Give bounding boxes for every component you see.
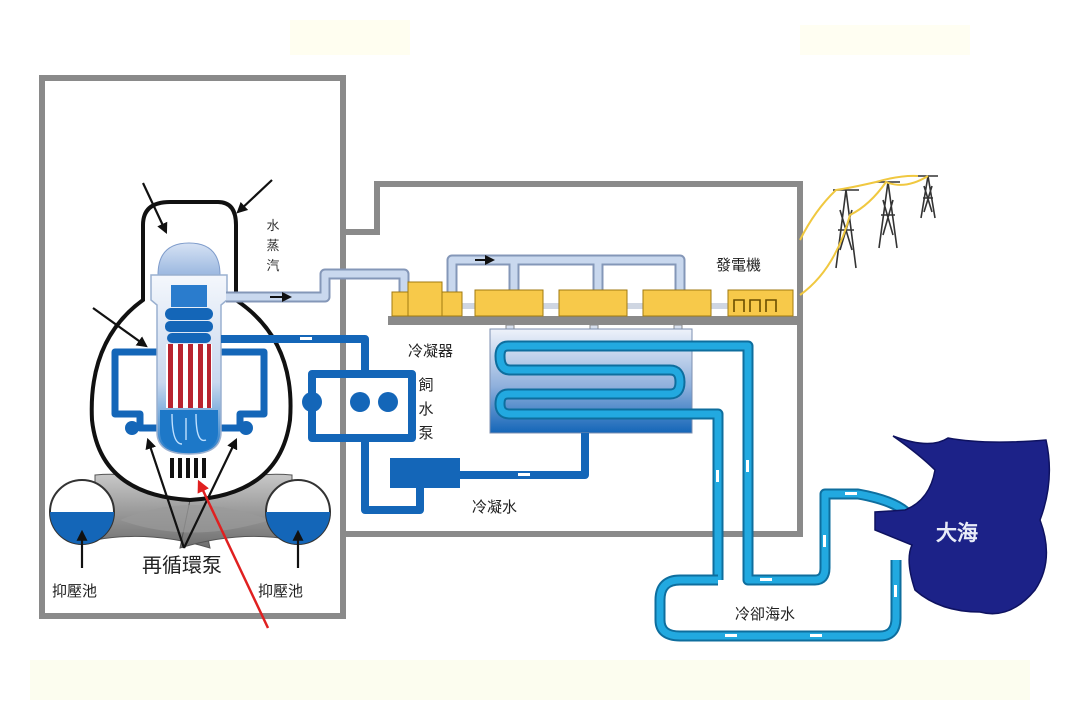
feedwater-pump bbox=[378, 392, 398, 412]
svg-text:水蒸汽: 水蒸汽 bbox=[266, 219, 279, 274]
recirculation-loops bbox=[111, 348, 268, 432]
fuel-rod bbox=[207, 344, 211, 408]
label-steam-char: 汽 bbox=[266, 259, 279, 274]
power-lines bbox=[799, 174, 929, 296]
label-feedwater-pump-char: 飼 bbox=[418, 376, 433, 394]
label-condensate: 冷凝水 bbox=[472, 498, 517, 516]
wetwell-cone-center bbox=[120, 505, 270, 533]
label-steam-char: 水 bbox=[266, 219, 279, 234]
control-rod-drives bbox=[170, 458, 206, 478]
steam-dryer bbox=[171, 285, 207, 307]
turbine-building-wall bbox=[344, 181, 803, 537]
generator-coil-icon bbox=[733, 299, 777, 312]
label-sea: 大海 bbox=[936, 520, 978, 545]
fuel-rod bbox=[178, 344, 183, 408]
condensate-pump bbox=[390, 458, 460, 488]
feedwater-pump bbox=[302, 392, 322, 412]
recirc-loop-right bbox=[218, 348, 268, 432]
label-cooling-seawater: 冷卻海水 bbox=[735, 605, 795, 623]
label-condenser: 冷凝器 bbox=[408, 342, 453, 360]
turbine-deck bbox=[388, 316, 798, 325]
label-feedwater-pump-char: 水 bbox=[418, 400, 433, 418]
lp-turbine-2 bbox=[558, 289, 628, 317]
fuel-rod bbox=[188, 344, 193, 408]
rpv-dome bbox=[157, 242, 221, 276]
lp-turbine-3 bbox=[642, 289, 712, 317]
turbines bbox=[391, 281, 712, 317]
recirc-pump-right bbox=[239, 421, 253, 435]
svg-text:飼水泵: 飼水泵 bbox=[418, 376, 433, 442]
recirc-pump-left bbox=[125, 421, 139, 435]
steam-separator-1 bbox=[165, 308, 213, 320]
label-suppression-pool-right: 抑壓池 bbox=[258, 582, 303, 600]
flow-lines bbox=[171, 413, 207, 445]
flow-indicators bbox=[300, 337, 897, 637]
highlight-arrow-red bbox=[197, 479, 270, 629]
suppression-pool-left bbox=[49, 479, 115, 545]
feedwater-pump bbox=[350, 392, 370, 412]
feedwater-pumps bbox=[302, 392, 398, 412]
label-steam-char: 蒸 bbox=[266, 239, 279, 254]
label-suppression-pool-left: 抑壓池 bbox=[52, 582, 97, 600]
label-feedwater-pump-char: 泵 bbox=[418, 424, 433, 442]
background-band-top-right bbox=[800, 25, 970, 55]
background-band-top bbox=[290, 20, 410, 55]
lower-plenum bbox=[160, 410, 218, 452]
sea bbox=[874, 435, 1051, 615]
recirc-loop-left bbox=[111, 348, 160, 432]
label-generator: 發電機 bbox=[716, 256, 761, 274]
tower-icon bbox=[918, 175, 938, 219]
fuel-rod bbox=[168, 344, 173, 408]
reactor-building-wall bbox=[39, 75, 346, 619]
suppression-pool-right bbox=[265, 479, 331, 545]
steam-separator-3 bbox=[167, 333, 211, 343]
background-band-bottom bbox=[30, 660, 1030, 700]
steam-separator-2 bbox=[165, 321, 213, 332]
hp-turbine-casing bbox=[407, 281, 443, 317]
generator bbox=[727, 289, 794, 317]
fuel-rod bbox=[198, 344, 203, 408]
label-recirculation-pump: 再循環泵 bbox=[142, 553, 222, 577]
reactor-pressure-vessel bbox=[150, 242, 228, 478]
label-feedwater-pump: 飼水泵 bbox=[418, 376, 433, 442]
pointer-arrows bbox=[76, 179, 304, 568]
feedwater-line bbox=[221, 335, 589, 514]
lp-turbine-1 bbox=[474, 289, 544, 317]
label-steam: 水蒸汽 bbox=[266, 219, 279, 274]
fuel-rods bbox=[168, 344, 211, 408]
